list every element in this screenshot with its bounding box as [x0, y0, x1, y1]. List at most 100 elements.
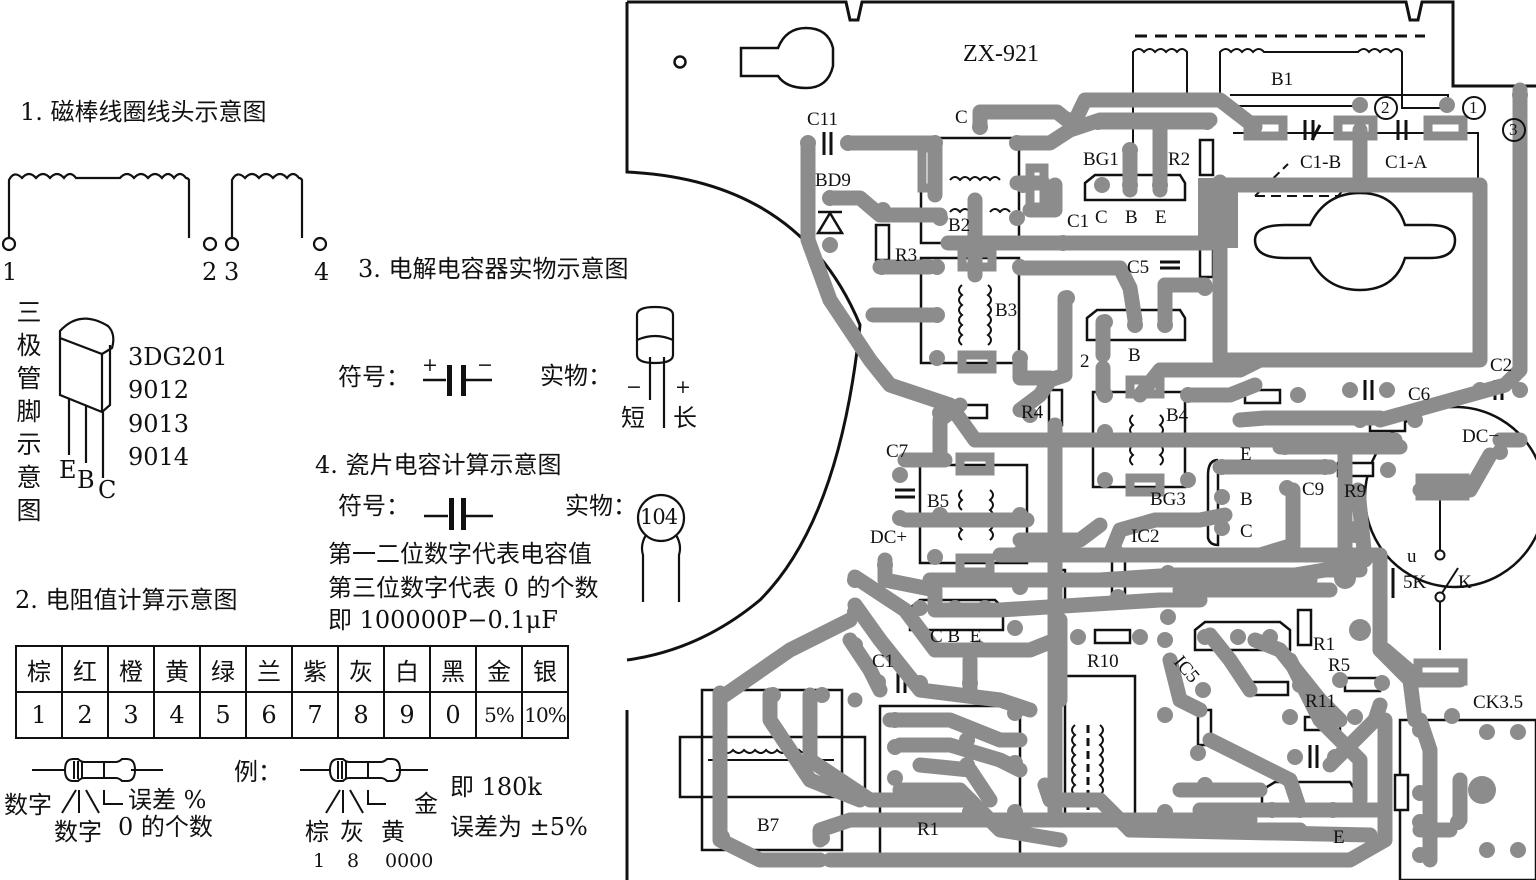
- color-cell: 橙: [107, 645, 155, 693]
- label-bg3: BG3: [1150, 489, 1186, 510]
- label-r2: R2: [1168, 149, 1191, 170]
- label-bg1: BG1: [1083, 149, 1119, 170]
- label-e-lower: E: [1333, 827, 1345, 848]
- example-value-3: 0000: [385, 850, 434, 872]
- transistor-model: 9012: [128, 376, 190, 404]
- example-band-2: 灰: [340, 818, 364, 846]
- diode-icon: [815, 210, 845, 235]
- label-c6: C6: [1408, 384, 1431, 405]
- value-cell: 0: [429, 691, 477, 739]
- value-cell: 8: [337, 691, 385, 739]
- label-c1-a: C1-A: [1385, 152, 1428, 173]
- ceramic-line-1: 第一二位数字代表电容值: [328, 540, 592, 568]
- label-b: B: [1128, 345, 1141, 366]
- label-bg1-e: E: [1155, 207, 1167, 228]
- marker-1: 1: [1469, 98, 1478, 117]
- transistor-icon: [58, 317, 115, 478]
- value-cell: 4: [153, 691, 201, 739]
- transistor-model: 9013: [128, 410, 190, 438]
- transistor-pin-c: C: [98, 476, 117, 504]
- label-r1-lower: R1: [917, 819, 940, 840]
- electrolytic-short: 短: [621, 404, 645, 432]
- label-c11: C11: [807, 109, 838, 130]
- label-u: u: [1407, 546, 1417, 567]
- label-r3: R3: [895, 245, 918, 266]
- ceramic-line-2: 第三位数字代表 0 的个数: [328, 574, 599, 602]
- example-label: 例：: [234, 758, 282, 786]
- value-cell: 10%: [521, 691, 569, 739]
- electrolytic-neg: −: [626, 376, 642, 398]
- value-cell: 9: [383, 691, 431, 739]
- label-c9: C9: [1302, 479, 1325, 500]
- label-cbe: C B E: [930, 626, 982, 647]
- color-cell: 黄: [153, 645, 201, 693]
- electrolytic-minus: −: [477, 354, 493, 376]
- label-c2: C2: [1490, 355, 1513, 376]
- transistor-title: 三 极 管 脚 示 意 图: [16, 298, 42, 525]
- label-r10: R10: [1087, 651, 1119, 672]
- label-r5: R5: [1328, 655, 1351, 676]
- label-c-pin: C: [1240, 521, 1253, 542]
- value-cell: 6: [245, 691, 293, 739]
- electrolytic-long: 长: [673, 404, 697, 432]
- label-bd9: BD9: [815, 170, 851, 191]
- label-dc-plus: DC+: [870, 527, 908, 548]
- color-cell: 灰: [337, 645, 385, 693]
- coil-pin-4: 4: [314, 258, 330, 286]
- coil-title: 1. 磁棒线圈线头示意图: [20, 98, 267, 126]
- resistor-tolerance-label: 误差 %: [128, 786, 207, 814]
- coil-pin-1: 1: [2, 258, 18, 286]
- label-r4: R4: [1021, 402, 1044, 423]
- label-bg1-b: B: [1125, 207, 1138, 228]
- color-cell: 棕: [15, 645, 63, 693]
- label-b3: B3: [995, 300, 1018, 321]
- value-cell: 5%: [475, 691, 523, 739]
- ceramic-line-3: 即 100000P−0.1μF: [328, 606, 558, 634]
- example-band-1: 棕: [305, 818, 329, 846]
- ceramic-symbol-icon: [424, 498, 493, 530]
- label-r1: R1: [1313, 634, 1336, 655]
- example-band-3: 黄: [381, 818, 405, 846]
- transistor-pin-b: B: [77, 466, 95, 494]
- resistor-example-icon: [300, 758, 428, 814]
- circled-markers: [1374, 96, 1526, 142]
- color-row: 棕 红 橙 黄 绿 兰 紫 灰 白 黑 金 银: [15, 645, 569, 693]
- electrolytic-real-label: 实物：: [540, 362, 612, 390]
- resistor-zeros-label: 0 的个数: [118, 813, 213, 841]
- resistor-digit2-label: 数字: [54, 818, 102, 846]
- label-ck35: CK3.5: [1473, 692, 1524, 713]
- electrolytic-plus: +: [422, 354, 438, 376]
- ground-pad: [1198, 178, 1238, 248]
- label-ic2: IC2: [1131, 526, 1160, 547]
- marker-2: 2: [1381, 98, 1390, 117]
- legend-drawings: [1, 172, 686, 814]
- color-cell: 紫: [291, 645, 339, 693]
- ceramic-symbol-label: 符号：: [338, 492, 410, 520]
- ceramic-code: 104: [640, 505, 678, 529]
- color-cell: 兰: [245, 645, 293, 693]
- example-value-1: 1: [313, 850, 326, 872]
- value-row: 1 2 3 4 5 6 7 8 9 0 5% 10%: [15, 691, 569, 739]
- label-b4: B4: [1166, 405, 1189, 426]
- rect-pads: [917, 115, 1470, 686]
- electrolytic-symbol-icon: [423, 365, 492, 396]
- label-b2: B2: [948, 215, 971, 236]
- board-model: ZX-921: [963, 41, 1039, 67]
- electrolytic-symbol-label: 符号：: [338, 363, 410, 391]
- label-r9: R9: [1344, 481, 1367, 502]
- coil-pin-3: 3: [224, 258, 240, 286]
- label-c7: C7: [886, 441, 909, 462]
- label-e: E: [1240, 444, 1252, 465]
- color-cell: 白: [383, 645, 431, 693]
- electrolytic-title: 3. 电解电容器实物示意图: [358, 255, 629, 283]
- pcb-pads: [714, 87, 1528, 863]
- label-5k: 5K: [1403, 572, 1427, 593]
- value-cell: 3: [107, 691, 155, 739]
- resistor-generic-icon: [32, 758, 163, 814]
- label-r11: R11: [1305, 691, 1336, 712]
- color-cell: 金: [475, 645, 523, 693]
- label-b1: B1: [1271, 69, 1294, 90]
- label-b5: B5: [927, 491, 950, 512]
- label-b-pin: B: [1240, 489, 1253, 510]
- board-outline: [625, 0, 1536, 880]
